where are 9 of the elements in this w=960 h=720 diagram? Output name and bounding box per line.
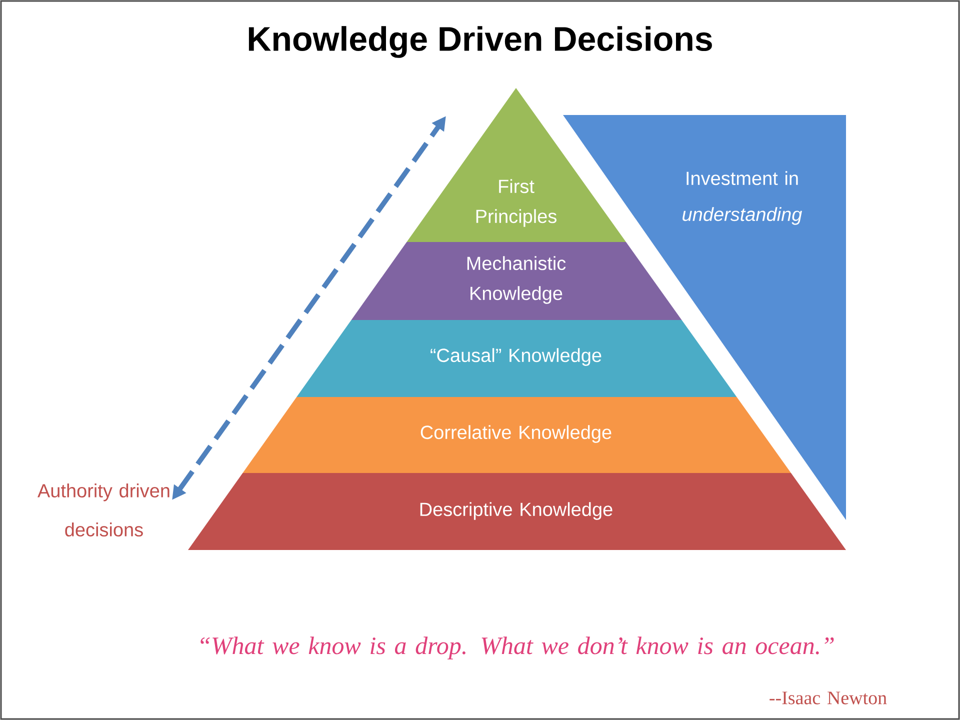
pyramid-layer: Mechanistic Knowledge: [351, 242, 682, 320]
pyramid-layer: First Principles: [406, 88, 626, 242]
quote: “What we know is a drop. What we don’t know is an ocean.”: [200, 636, 834, 660]
attribution: --Isaac Newton: [770, 692, 887, 704]
pyramid-layer: “Causal” Knowledge: [296, 320, 737, 397]
pyramid-layer: Descriptive Knowledge: [188, 473, 846, 550]
pyramid-layer: Correlative Knowledge: [242, 397, 791, 473]
side-label: Authority driven decisions: [38, 484, 170, 536]
title: Knowledge Driven Decisions: [248, 26, 712, 58]
